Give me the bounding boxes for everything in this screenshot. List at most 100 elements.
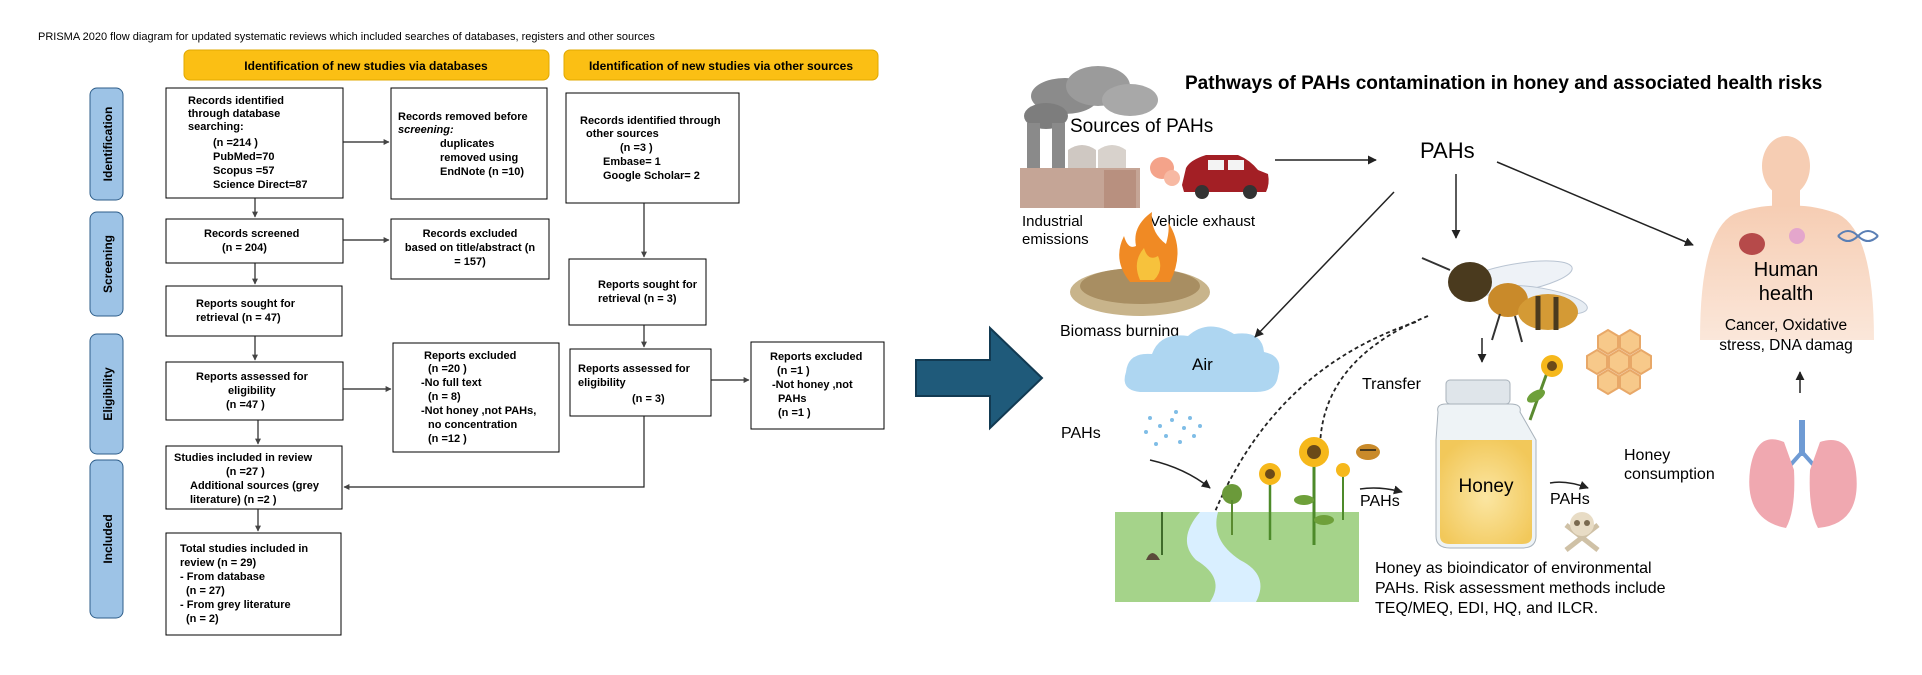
landscape-illustration <box>1115 484 1359 602</box>
sources-label: Sources of PAHs <box>1070 116 1213 137</box>
pathway-infographic: Pathways of PAHs contamination in honey … <box>1020 66 1879 617</box>
transfer-dotted-paths <box>1209 315 1429 525</box>
box-other-identified: Records identified through other sources… <box>565 92 740 204</box>
honey-label: Honey <box>1459 476 1514 497</box>
svg-text:through database: through database <box>188 108 280 120</box>
sunflower-icon <box>1526 355 1563 421</box>
svg-text:(n =3 ): (n =3 ) <box>620 142 653 154</box>
svg-text:removed using: removed using <box>440 152 518 164</box>
skull-icon <box>1564 512 1600 552</box>
pahs-mid-label: PAHs <box>1360 493 1400 510</box>
industrial-label-1: Industrial <box>1022 213 1083 230</box>
pathway-title: Pathways of PAHs contamination in honey … <box>1185 73 1822 94</box>
svg-text:(n =47 ): (n =47 ) <box>226 399 265 411</box>
human-label-1: Human <box>1754 259 1818 281</box>
svg-text:PAHs: PAHs <box>778 393 807 405</box>
svg-text:no concentration: no concentration <box>428 419 518 431</box>
svg-text:retrieval (n = 3): retrieval (n = 3) <box>598 293 677 305</box>
svg-text:(n =1 ): (n =1 ) <box>778 407 811 419</box>
box-other-excluded: Reports excluded (n =1 ) -Not honey ,not… <box>750 341 885 430</box>
svg-text:Google Scholar= 2: Google Scholar= 2 <box>603 170 700 182</box>
svg-text:Records identified: Records identified <box>188 95 284 107</box>
svg-text:duplicates: duplicates <box>440 138 494 150</box>
svg-text:-Not honey ,not PAHs,: -Not honey ,not PAHs, <box>421 405 536 417</box>
svg-text:(n =1 ): (n =1 ) <box>777 365 810 377</box>
caption-line-1: Honey as bioindicator of environmental <box>1375 560 1652 577</box>
svg-text:(n = 27): (n = 27) <box>186 585 225 597</box>
svg-text:-No full text: -No full text <box>421 377 482 389</box>
factory-icon <box>1020 66 1158 208</box>
svg-text:Records excluded: Records excluded <box>423 228 518 240</box>
biomass-label: Biomass burning <box>1060 323 1179 340</box>
box-total-included: Total studies included in review (n = 29… <box>165 532 342 636</box>
bee-icon <box>1421 257 1588 343</box>
box-reports-excluded: Reports excluded (n =20 ) -No full text … <box>392 342 560 453</box>
svg-text:based on title/abstract (n: based on title/abstract (n <box>405 242 535 254</box>
industrial-label-2: emissions <box>1022 231 1089 248</box>
honey-jar-icon <box>1435 379 1537 549</box>
box-studies-included: Studies included in review (n =27 ) Addi… <box>165 445 343 510</box>
svg-text:Reports excluded: Reports excluded <box>424 350 516 362</box>
svg-text:Embase= 1: Embase= 1 <box>603 156 661 168</box>
svg-text:eligibility: eligibility <box>228 385 277 397</box>
svg-text:- From database: - From database <box>180 571 265 583</box>
svg-text:Reports sought for: Reports sought for <box>598 279 698 291</box>
effects-label-1: Cancer, Oxidative <box>1725 317 1847 334</box>
box-records-screened: Records screened (n = 204) <box>165 218 344 264</box>
human-label-2: health <box>1759 283 1814 305</box>
svg-text:-Not honey ,not: -Not honey ,not <box>772 379 853 391</box>
svg-text:Reports excluded: Reports excluded <box>770 351 862 363</box>
lungs-icon <box>1749 420 1857 528</box>
human-figure-icon <box>1700 136 1879 340</box>
phase-eligibility: Eligibility <box>89 333 124 455</box>
pahs-left-label: PAHs <box>1061 425 1101 442</box>
phase-identification: Identification <box>89 87 124 201</box>
vehicle-label: Vehicle exhaust <box>1150 213 1256 230</box>
svg-text:Screening: Screening <box>101 235 115 293</box>
biomass-fire-icon <box>1070 212 1210 316</box>
phase-screening: Screening <box>89 211 124 317</box>
box-records-excluded: Records excluded based on title/abstract… <box>390 218 550 280</box>
svg-text:= 157): = 157) <box>454 256 486 268</box>
svg-text:Reports sought for: Reports sought for <box>196 298 296 310</box>
honeycomb-icon <box>1586 328 1652 396</box>
svg-text:Total studies included in: Total studies included in <box>180 543 308 555</box>
svg-text:literature) (n =2 ): literature) (n =2 ) <box>190 494 277 506</box>
air-cloud <box>1124 326 1280 392</box>
svg-text:EndNote (n =10): EndNote (n =10) <box>440 166 524 178</box>
pahs-right-label: PAHs <box>1550 491 1590 508</box>
svg-text:PubMed=70: PubMed=70 <box>213 151 274 163</box>
phase-included: Included <box>89 459 124 619</box>
prisma-title: PRISMA 2020 flow diagram for updated sys… <box>38 31 655 43</box>
pahs-particles <box>1144 410 1202 446</box>
svg-text:- From grey literature: - From grey literature <box>180 599 291 611</box>
svg-text:Science Direct=87: Science Direct=87 <box>213 179 307 191</box>
svg-text:(n = 8): (n = 8) <box>428 391 461 403</box>
svg-text:(n =214 ): (n =214 ) <box>213 137 258 149</box>
svg-text:searching:: searching: <box>188 121 244 133</box>
svg-text:other sources: other sources <box>586 128 659 140</box>
pahs-center-label: PAHs <box>1420 138 1475 163</box>
box-records-removed: Records removed before screening: duplic… <box>390 87 548 200</box>
svg-text:Studies included in review: Studies included in review <box>174 452 313 464</box>
svg-text:review (n = 29): review (n = 29) <box>180 557 256 569</box>
svg-text:Additional sources (grey: Additional sources (grey <box>190 480 320 492</box>
svg-text:screening:: screening: <box>398 124 454 136</box>
sunflower-field-icon <box>1259 437 1380 545</box>
box-other-assessed: Reports assessed for eligibility (n = 3) <box>569 348 712 417</box>
svg-text:(n = 204): (n = 204) <box>222 242 267 254</box>
box-reports-assessed: Reports assessed for eligibility (n =47 … <box>165 361 344 421</box>
consumption-label-1: Honey <box>1624 447 1670 464</box>
prisma-connectors <box>252 139 750 532</box>
svg-text:(n = 3): (n = 3) <box>632 393 665 405</box>
vehicle-icon <box>1150 155 1269 199</box>
svg-text:Scopus =57: Scopus =57 <box>213 165 274 177</box>
air-label: Air <box>1192 355 1213 374</box>
svg-text:(n =20 ): (n =20 ) <box>428 363 467 375</box>
transition-arrow <box>915 325 1044 431</box>
svg-text:Reports assessed for: Reports assessed for <box>196 371 309 383</box>
header-db-box <box>183 49 550 81</box>
prisma-diagram: PRISMA 2020 flow diagram for updated sys… <box>38 31 885 636</box>
svg-text:(n =27 ): (n =27 ) <box>226 466 265 478</box>
